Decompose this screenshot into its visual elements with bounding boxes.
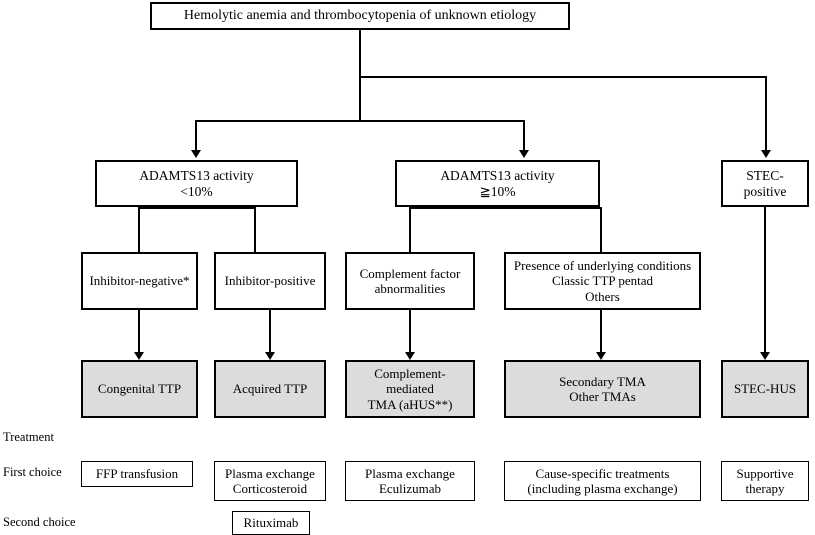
connector-to-underlying-conditions [600,207,602,252]
treatment-box-plasma-exchange-eculizumab: Plasma exchange Eculizumab [345,461,475,501]
treatment-box-supportive-therapy: Supportive therapy [721,461,809,501]
connector-title-to-stec-horizontal [359,76,767,78]
connector-to-adamts13-low [195,120,197,150]
node-acquired-ttp: Acquired TTP [214,360,326,418]
connector-split-bar-level2 [195,120,525,122]
connector-inhibitor-positive-to-acquired-ttp [269,310,271,352]
node-underlying-conditions: Presence of underlying conditions Classi… [504,252,701,310]
arrowhead-to-stec-hus [760,352,770,360]
connector-inhibitor-negative-to-congenital-ttp [138,310,140,352]
arrowhead-to-stec-positive [761,150,771,158]
node-stec-positive: STEC-positive [721,160,809,207]
row-label-first-choice: First choice [3,465,62,479]
treatment-box-plasma-exchange-corticosteroid: Plasma exchange Corticosteroid [214,461,326,501]
arrowhead-to-adamts13-high [519,150,529,158]
node-congenital-ttp: Congenital TTP [81,360,198,418]
node-complement-factor-abnormalities: Complement factor abnormalities [345,252,475,310]
connector-complement-factor-to-cm-tma [409,310,411,352]
node-inhibitor-negative: Inhibitor-negative* [81,252,198,310]
connector-to-inhibitor-negative [138,207,140,252]
connector-stec-positive-to-stec-hus [764,207,766,352]
row-label-second-choice: Second choice [3,515,76,529]
connector-split-bar-adamts13-low [138,207,256,209]
node-complement-mediated-tma: Complement-mediated TMA (aHUS**) [345,360,475,418]
arrowhead-to-secondary-tma [596,352,606,360]
node-secondary-tma: Secondary TMA Other TMAs [504,360,701,418]
connector-to-complement-factor [409,207,411,252]
treatment-box-rituximab: Rituximab [232,511,310,535]
node-adamts13-activity-high: ADAMTS13 activity ≧10% [395,160,600,207]
node-inhibitor-positive: Inhibitor-positive [214,252,326,310]
treatment-box-ffp-transfusion: FFP transfusion [81,461,193,487]
node-adamts13-activity-low: ADAMTS13 activity <10% [95,160,298,207]
arrowhead-to-acquired-ttp [265,352,275,360]
connector-underlying-conditions-to-secondary-tma [600,310,602,352]
treatment-box-cause-specific-treatments: Cause-specific treatments (including pla… [504,461,701,501]
connector-to-adamts13-high [523,120,525,150]
node-stec-hus: STEC-HUS [721,360,809,418]
connector-to-inhibitor-positive [254,207,256,252]
connector-to-stec-vertical [765,76,767,150]
connector-split-bar-adamts13-high [409,207,602,209]
arrowhead-to-congenital-ttp [134,352,144,360]
arrowhead-to-adamts13-low [191,150,201,158]
row-label-treatment: Treatment [3,430,54,444]
node-title: Hemolytic anemia and thrombocytopenia of… [150,2,570,30]
arrowhead-to-complement-mediated-tma [405,352,415,360]
